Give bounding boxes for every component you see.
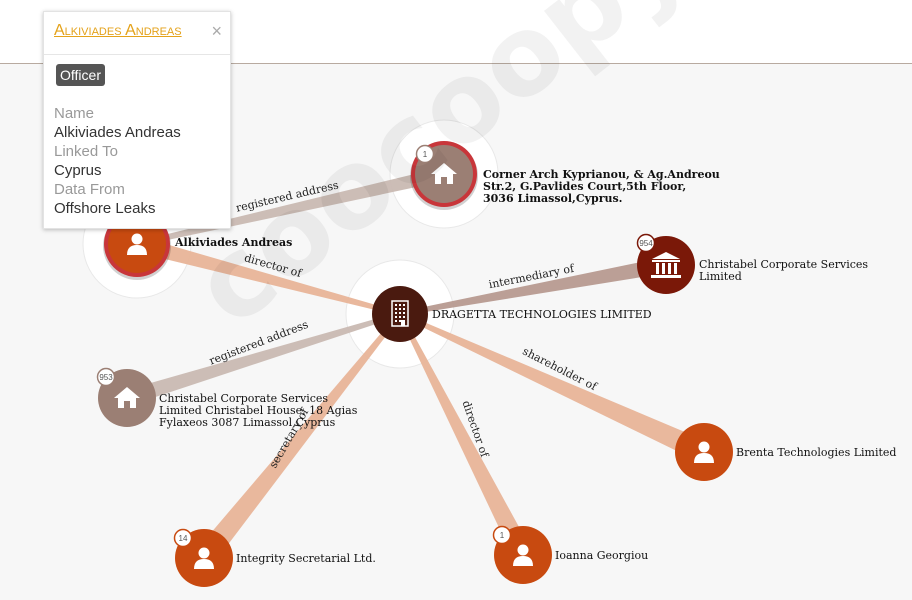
person-icon [694, 441, 714, 463]
bank-icon [651, 252, 681, 278]
edge-brenta-dragetta[interactable] [399, 312, 709, 462]
field-value-linked-to: Cyprus [54, 162, 102, 179]
person-icon [513, 544, 533, 566]
edge-alkiviades-dragetta[interactable] [134, 236, 401, 316]
node-brenta[interactable]: Brenta Technologies Limited [675, 423, 896, 481]
popup-title-link[interactable]: Alkiviades Andreas [54, 22, 182, 39]
node-label: Integrity Secretarial Ltd. [236, 552, 376, 565]
node-label: Brenta Technologies Limited [736, 446, 896, 459]
count-badge-text: 954 [639, 239, 653, 248]
popup-header: Alkiviades Andreas × [44, 12, 230, 55]
node-label: Alkiviades Andreas [174, 236, 292, 249]
person-icon [127, 233, 147, 255]
node-label: DRAGETTA TECHNOLOGIES LIMITED [432, 308, 652, 321]
field-label-data-from: Data From [54, 181, 125, 198]
edge-ioanna-dragetta[interactable] [398, 313, 532, 560]
field-label-linked-to: Linked To [54, 143, 118, 160]
field-value-data-from: Offshore Leaks [54, 200, 156, 217]
house-icon [114, 387, 140, 408]
count-badge [96, 367, 116, 387]
count-badge-text: 953 [99, 373, 113, 382]
count-badge-text: 1 [500, 531, 505, 540]
node-info-popup: Alkiviades Andreas × Officer Name Alkivi… [43, 11, 231, 229]
count-badge [173, 528, 193, 548]
count-badge [636, 233, 656, 253]
field-value-name: Alkiviades Andreas [54, 124, 181, 141]
node-dragetta[interactable]: DRAGETTA TECHNOLOGIES LIMITED [372, 286, 652, 342]
close-icon[interactable]: × [211, 21, 222, 41]
node-label: Ioanna Georgiou [555, 549, 648, 562]
count-badge [492, 525, 512, 545]
edge-christabel-house-dragetta[interactable] [124, 312, 401, 406]
count-badge-text: 14 [179, 534, 188, 543]
edge-integrity-dragetta[interactable] [195, 312, 402, 565]
building-icon [391, 300, 409, 327]
count-badge [415, 144, 435, 164]
edge-christabel-ltd-dragetta[interactable] [399, 257, 668, 316]
person-icon [194, 547, 214, 569]
field-label-name: Name [54, 105, 95, 122]
node-type-badge: Officer [56, 64, 105, 86]
count-badge-text: 1 [423, 150, 428, 159]
house-icon [431, 163, 457, 184]
